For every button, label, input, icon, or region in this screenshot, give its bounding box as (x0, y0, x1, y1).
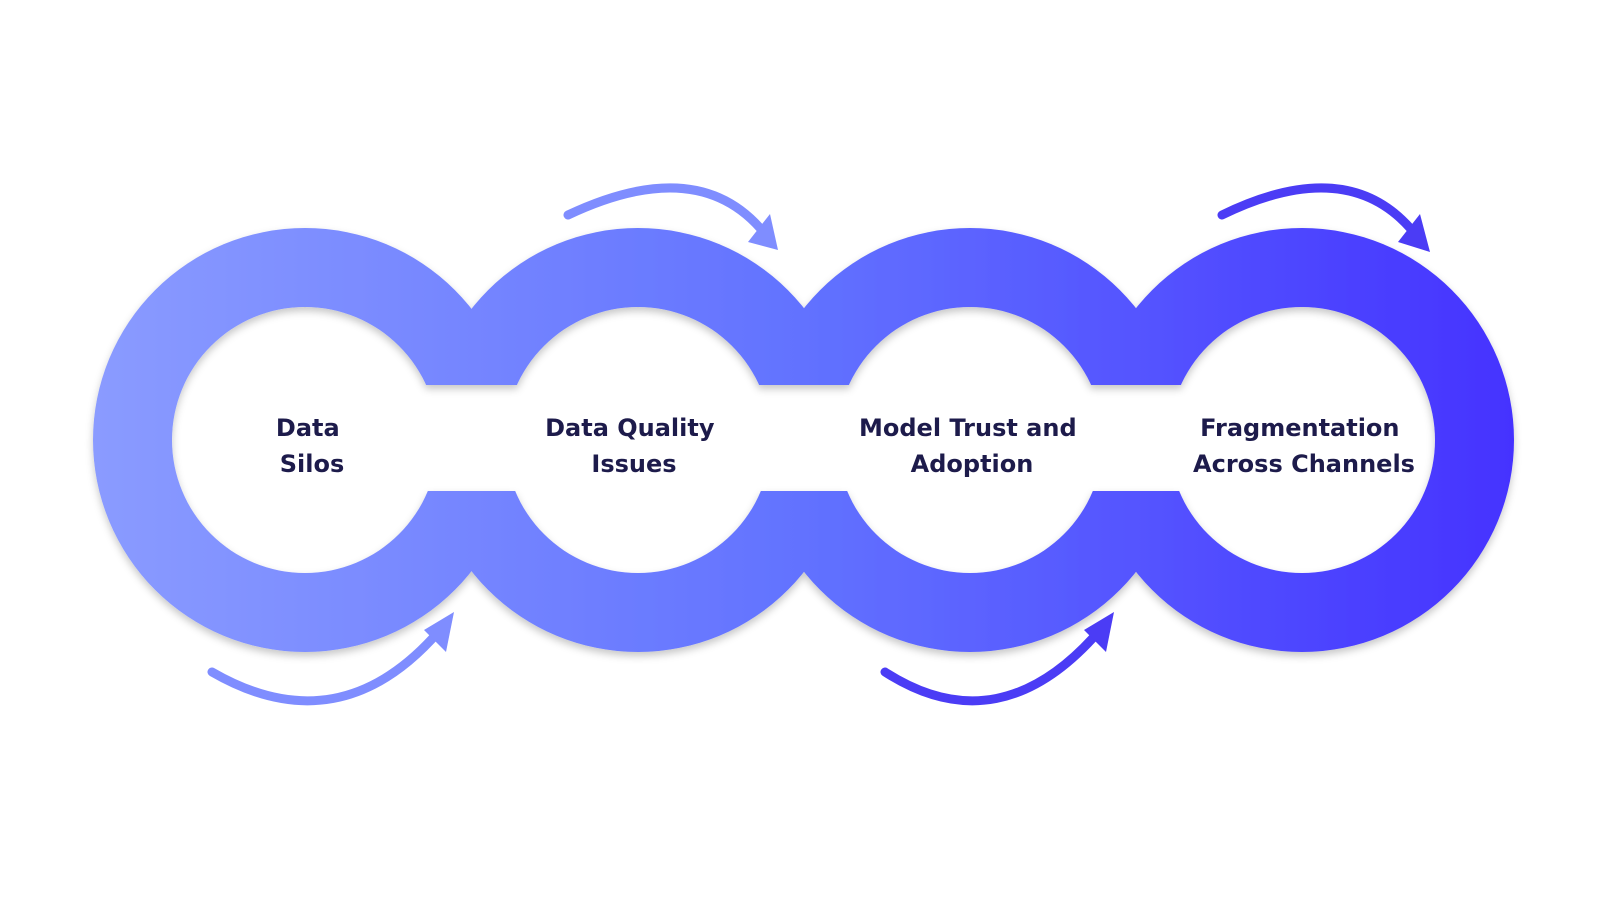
stage-4-label: Fragmentation Across Channels (1193, 414, 1415, 478)
curved-arrow-icon (424, 612, 454, 652)
stage-labels: Data Silos Data Quality Issues Model Tru… (276, 414, 1415, 478)
arrow-bottom-1 (207, 612, 454, 706)
arrow-bottom-2 (880, 612, 1114, 706)
curved-arrow-icon (748, 214, 778, 250)
curved-arrow-icon (1084, 612, 1114, 652)
stage-3-label: Model Trust and Adoption (859, 414, 1085, 478)
flow-arrows (207, 183, 1430, 706)
arrow-top-2 (1217, 183, 1430, 252)
chain-rings (80, 200, 1530, 680)
stage-1-label: Data Silos (276, 414, 348, 478)
stage-2-label: Data Quality Issues (545, 414, 723, 478)
curved-arrow-icon (1398, 214, 1430, 252)
arrow-top-1 (563, 183, 778, 250)
